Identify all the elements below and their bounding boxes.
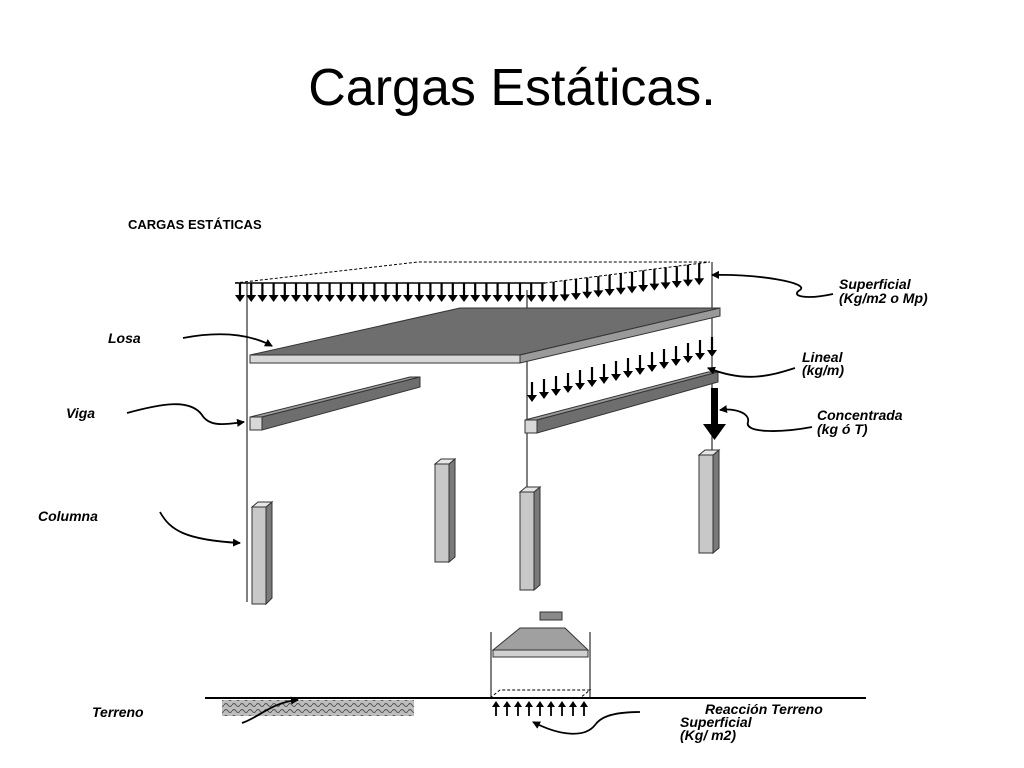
surface-load-arrow (246, 283, 257, 302)
linear-load-arrow (659, 349, 669, 369)
surface-load-arrow (291, 283, 301, 302)
label-losa: Losa (108, 330, 141, 346)
surface-load-arrow (526, 283, 537, 302)
slide-title: Cargas Estáticas. (308, 59, 716, 117)
ground-reaction-arrow (580, 701, 588, 716)
linear-load-arrow (539, 379, 549, 399)
surface-load-arrow (660, 267, 671, 290)
ground-reaction-arrow (558, 701, 566, 716)
ground-reaction-arrow (492, 701, 500, 716)
label-lineal-units: (kg/m) (802, 362, 844, 378)
surface-load-arrow (436, 283, 447, 302)
linear-load-arrows (527, 337, 717, 402)
linear-load-arrow (683, 343, 693, 363)
surface-load-arrow (369, 283, 380, 302)
beam-right (524, 371, 719, 434)
surface-load-arrow (481, 283, 492, 302)
footing (488, 611, 592, 699)
surface-load-arrow (324, 283, 335, 302)
column-3 (518, 485, 542, 592)
surface-load-arrow (537, 283, 548, 302)
linear-load-arrow (575, 370, 585, 390)
surface-load-arrow (459, 283, 469, 302)
surface-load-arrow (515, 283, 525, 302)
surface-load-arrow (604, 274, 615, 297)
linear-load-arrow (599, 364, 609, 384)
concentrated-load-arrow (703, 388, 726, 440)
diagram-heading: CARGAS ESTÁTICAS (128, 217, 262, 232)
ground-reaction-arrow (536, 701, 544, 716)
surface-load-arrow (335, 283, 346, 302)
surface-load-arrow (571, 279, 581, 301)
column-4 (697, 448, 721, 555)
pointer-arrows (126, 270, 834, 735)
surface-load-arrow (235, 283, 245, 302)
label-reaccion-terreno: Reacción Terreno (705, 701, 823, 717)
surface-load-arrow (268, 283, 279, 302)
surface-load-arrow (649, 269, 660, 291)
surface-load-arrow (559, 280, 570, 302)
surface-load-arrow (503, 283, 514, 302)
surface-load-plane (234, 261, 711, 284)
surface-load-arrow (279, 283, 290, 302)
surface-load-arrow (391, 283, 402, 302)
label-viga: Viga (66, 405, 95, 421)
surface-load-arrow (403, 283, 413, 302)
surface-load-arrow (671, 266, 682, 288)
column-2 (433, 457, 457, 564)
slab-element (249, 307, 721, 364)
ground-reaction-arrow (503, 701, 511, 716)
surface-load-arrow (582, 277, 593, 299)
ground-reaction-arrow (569, 701, 577, 716)
surface-load-arrow (358, 283, 369, 302)
ground (205, 697, 866, 716)
surface-load-arrow (683, 264, 693, 287)
surface-load-arrows (235, 263, 705, 302)
surface-load-arrow (425, 283, 436, 302)
surface-load-arrow (447, 283, 458, 302)
column-1 (250, 500, 274, 606)
ground-reaction-arrow (525, 701, 533, 716)
surface-load-arrow (470, 283, 481, 302)
surface-load-arrow (380, 283, 391, 302)
linear-load-arrow (695, 340, 705, 360)
label-superficial-units: (Kg/m2 o Mp) (839, 290, 928, 306)
surface-load-arrow (615, 273, 626, 295)
label-reaccion-units: (Kg/ m2) (680, 727, 736, 743)
ground-reaction-arrows (492, 701, 588, 716)
surface-load-arrow (492, 283, 503, 302)
beam-left (249, 376, 421, 431)
linear-load-arrow (527, 382, 537, 402)
linear-load-arrow (623, 358, 633, 378)
label-reaccion-superficial: Superficial (680, 714, 753, 730)
label-superficial: Superficial (839, 276, 912, 292)
label-concentrada: Concentrada (817, 407, 903, 423)
label-concentrada-units: (kg ó T) (817, 421, 868, 437)
linear-load-arrow (563, 373, 573, 393)
label-lineal: Lineal (802, 349, 844, 365)
surface-load-arrow (313, 283, 324, 302)
linear-load-arrow (671, 346, 681, 366)
surface-load-arrow (347, 283, 357, 302)
label-columna: Columna (38, 508, 98, 524)
ground-reaction-arrow (514, 701, 522, 716)
linear-load-arrow (647, 352, 657, 372)
surface-load-arrow (257, 283, 268, 302)
surface-load-arrow (627, 271, 637, 294)
ground-reaction-arrow (547, 701, 555, 716)
linear-load-arrow (587, 367, 597, 387)
linear-load-arrow (635, 355, 645, 375)
linear-load-arrow (707, 337, 717, 357)
label-terreno: Terreno (92, 704, 144, 720)
surface-load-arrow (302, 283, 313, 302)
linear-load-arrow (611, 361, 621, 381)
surface-load-arrow (548, 281, 559, 302)
surface-load-arrow (414, 283, 425, 302)
linear-load-arrow (551, 376, 561, 396)
surface-load-arrow (638, 270, 649, 293)
surface-load-arrow (593, 276, 604, 298)
surface-load-arrow (694, 263, 705, 286)
